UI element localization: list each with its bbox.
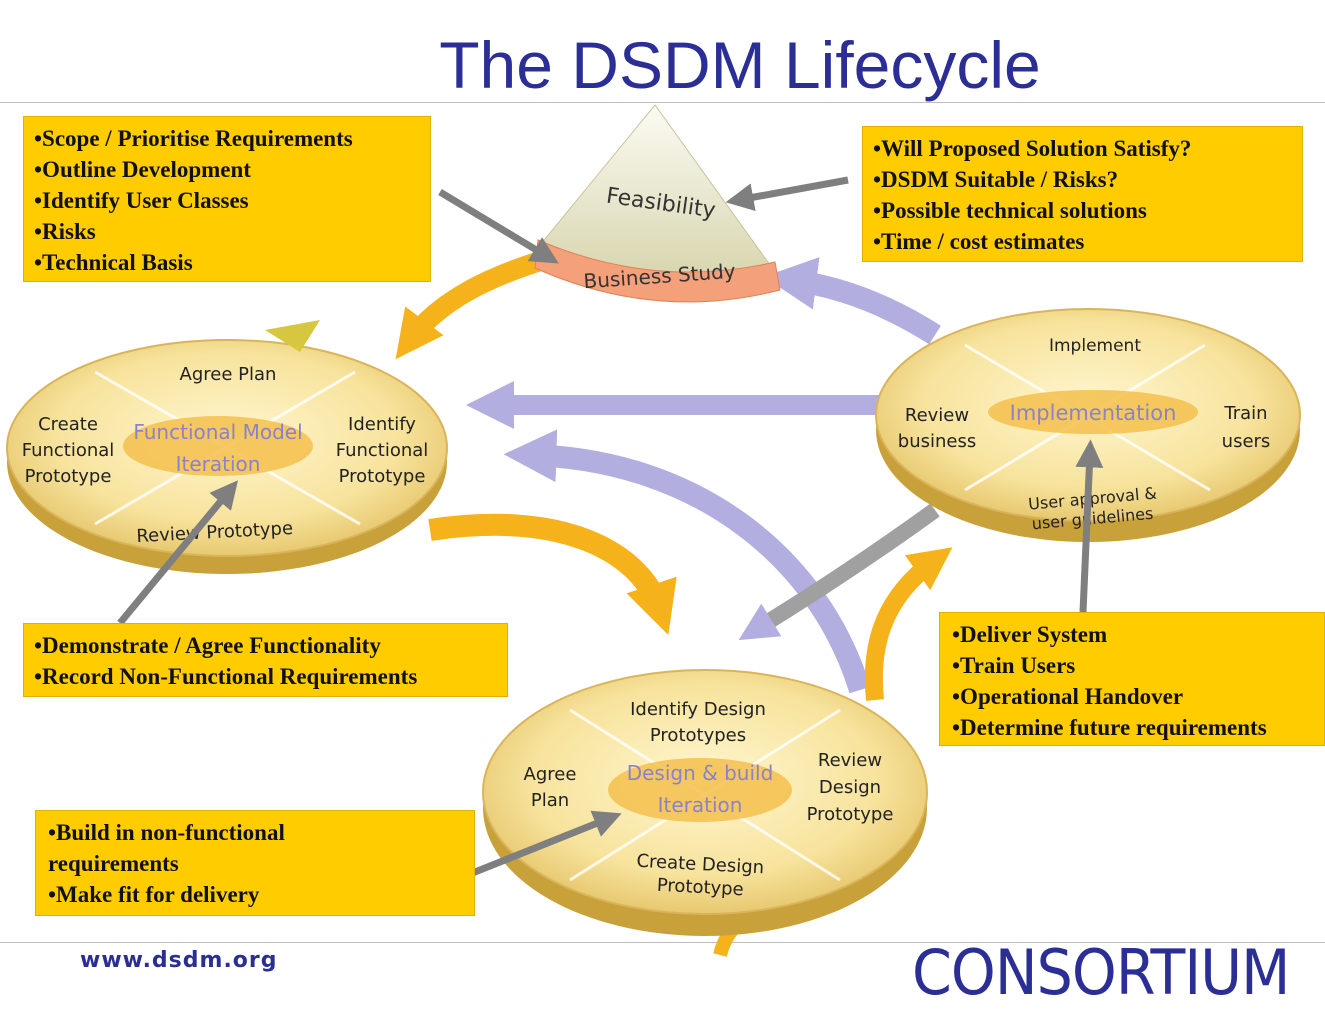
consortium-logo: CONSORTIUM: [912, 936, 1290, 1009]
functional-center: [123, 416, 313, 476]
note-item: •DSDM Suitable / Risks?: [873, 167, 1119, 192]
implementation-right-label-2: users: [1222, 431, 1271, 452]
note-item: •Demonstrate / Agree Functionality: [34, 633, 381, 658]
callout-arrow-implementation: [1075, 439, 1104, 613]
functional-left-label-2: Functional: [22, 440, 115, 461]
implementation-right-label-1: Train: [1223, 403, 1267, 424]
design-right-label-1: Review: [818, 750, 882, 771]
design-right-label-2: Design: [819, 777, 881, 798]
callout-arrow-feasibility: [725, 176, 849, 212]
note-implementation: •Deliver System •Train Users •Operationa…: [939, 612, 1325, 746]
design-center: [608, 758, 792, 822]
functional-pointer-icon: [265, 320, 320, 352]
functional-right-label-3: Prototype: [339, 466, 426, 487]
note-item: requirements: [48, 851, 179, 876]
callout-arrow-business-study: [438, 189, 559, 264]
functional-model-disc: Functional Model Iteration Agree Plan Cr…: [6, 320, 448, 574]
implementation-left-label-1: Review: [905, 405, 969, 426]
design-right-label-3: Prototype: [807, 804, 894, 825]
note-item: •Scope / Prioritise Requirements: [34, 126, 353, 151]
note-design-build: •Build in non-functional requirements •M…: [35, 810, 475, 916]
note-business-study: •Scope / Prioritise Requirements •Outlin…: [23, 116, 431, 282]
note-item: •Outline Development: [34, 157, 251, 182]
functional-model-name-2: Iteration: [176, 452, 261, 476]
implementation-center: [988, 390, 1198, 434]
callout-arrow-design-build: [463, 810, 622, 880]
note-item: •Train Users: [952, 653, 1076, 678]
page-title: The DSDM Lifecycle: [439, 28, 1041, 102]
flow-arrow-implementation-to-business: [763, 257, 941, 345]
note-item: •Deliver System: [952, 622, 1108, 647]
note-item: •Risks: [34, 219, 96, 244]
functional-left-label-1: Create: [38, 414, 98, 435]
flow-arrow-implementation-loop: [503, 429, 871, 694]
functional-right-label-1: Identify: [348, 414, 416, 435]
note-item: •Identify User Classes: [34, 188, 249, 213]
note-item: •Make fit for delivery: [48, 882, 260, 907]
note-item: •Possible technical solutions: [873, 198, 1147, 223]
business-study-band: [534, 239, 781, 303]
implementation-disc: Implementation Implement Review business…: [875, 308, 1301, 542]
note-item: •Will Proposed Solution Satisfy?: [873, 136, 1192, 161]
functional-left-label-3: Prototype: [25, 466, 112, 487]
design-left-label-2: Plan: [531, 790, 569, 811]
footer-url: www.dsdm.org: [80, 948, 278, 973]
design-build-name-2: Iteration: [658, 793, 743, 817]
note-item: •Determine future requirements: [952, 715, 1267, 740]
design-build-name-1: Design & build: [627, 761, 774, 785]
functional-right-label-2: Functional: [336, 440, 429, 461]
flow-arrow-implementation-to-design: [738, 503, 940, 641]
feasibility-phase: Feasibility Business Study: [534, 104, 781, 303]
flow-arrow-design-to-implementation: [864, 547, 953, 701]
design-left-label-1: Agree: [524, 764, 577, 785]
implementation-name: Implementation: [1010, 401, 1177, 425]
design-bottom-label-2: Prototype: [656, 875, 744, 901]
note-feasibility: •Will Proposed Solution Satisfy? •DSDM S…: [862, 126, 1303, 262]
functional-top-label: Agree Plan: [180, 364, 277, 385]
functional-model-name-1: Functional Model: [133, 420, 302, 444]
design-build-disc: Design & build Iteration Identify Design…: [482, 669, 928, 936]
note-item: •Record Non-Functional Requirements: [34, 664, 418, 689]
note-functional-model: •Demonstrate / Agree Functionality •Reco…: [23, 623, 508, 697]
note-item: •Time / cost estimates: [873, 229, 1085, 254]
implementation-left-label-2: business: [898, 431, 976, 452]
header-divider: [0, 102, 1325, 103]
implementation-top-label: Implement: [1049, 336, 1141, 356]
design-top-label-1: Identify Design: [630, 699, 766, 720]
note-item: •Build in non-functional: [48, 820, 285, 845]
flow-arrow-functional-to-design: [428, 513, 677, 636]
footer-divider: [0, 942, 1325, 943]
note-item: •Technical Basis: [34, 250, 193, 275]
callout-arrow-functional-model: [117, 480, 239, 626]
design-top-label-2: Prototypes: [650, 725, 746, 746]
note-item: •Operational Handover: [952, 684, 1184, 709]
